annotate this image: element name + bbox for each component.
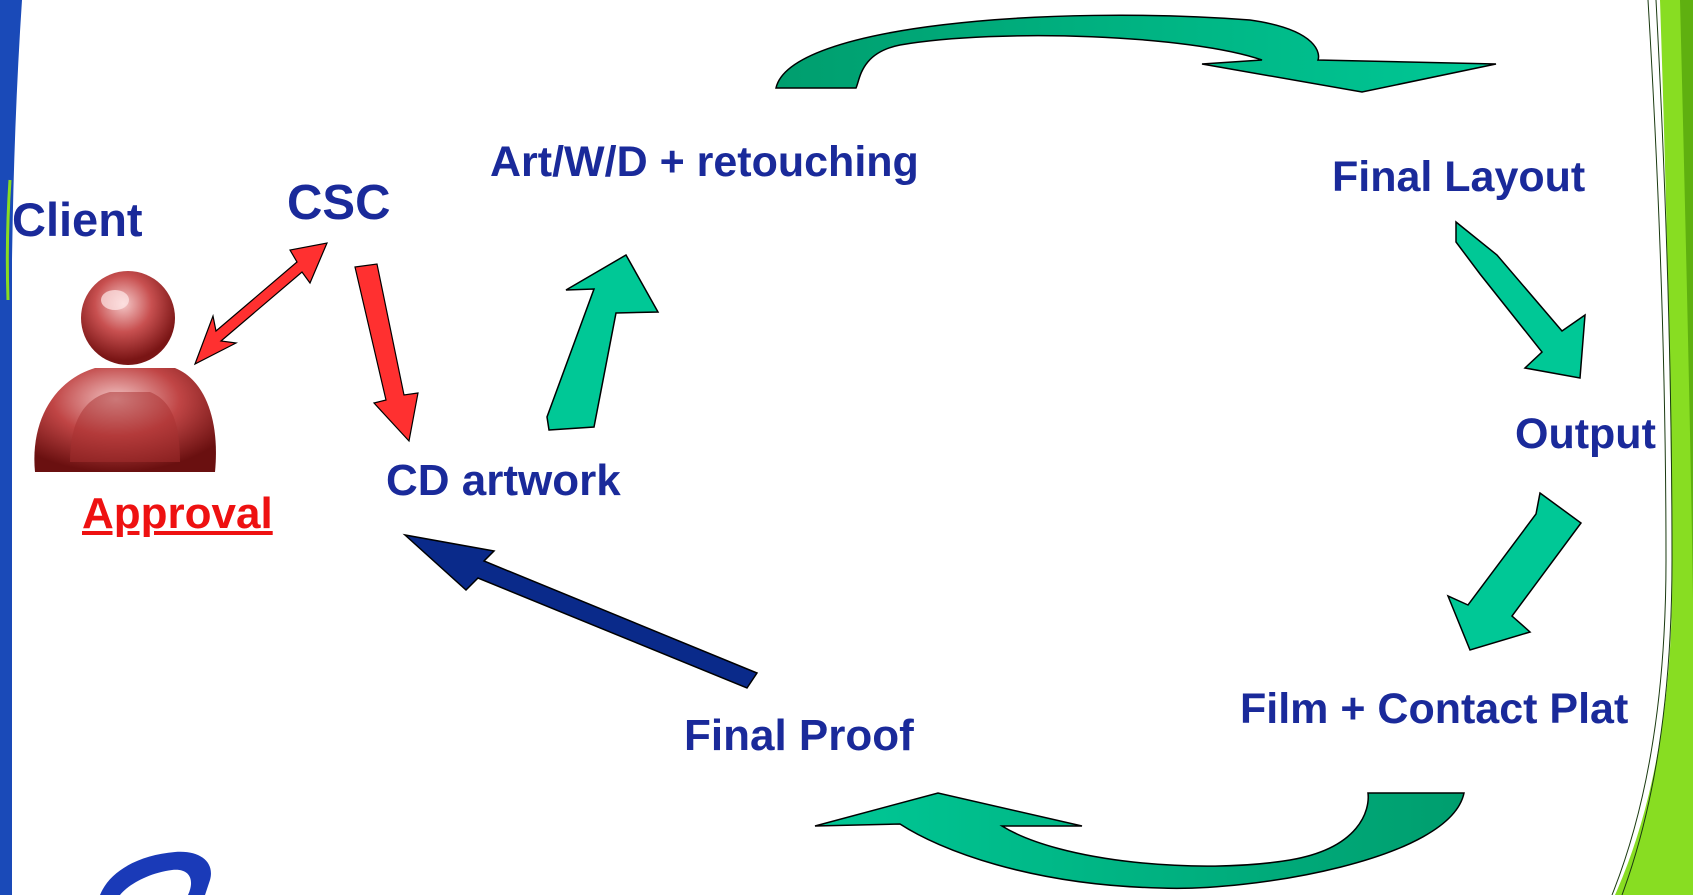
arrow-output-to-film (1446, 491, 1583, 651)
frame-right-lines (1611, 0, 1673, 895)
user-icon (34, 271, 216, 472)
label-cd-artwork: CD artwork (386, 456, 621, 505)
label-film-contact: Film + Contact Plat (1240, 685, 1629, 733)
arrow-cd-to-art (546, 253, 660, 431)
arrow-proof-to-cd (402, 533, 759, 689)
label-client: Client (12, 193, 143, 246)
frame-left-edge (0, 0, 22, 895)
frame-left-accent (5, 179, 12, 301)
label-art-wd-retouching: Art/W/D + retouching (490, 138, 919, 186)
label-csc: CSC (287, 176, 391, 230)
logo-swoosh-icon (100, 851, 211, 895)
frame-right-edge (1615, 0, 1693, 895)
arrow-client-csc (193, 242, 328, 366)
arrow-curve-bottom (814, 792, 1465, 890)
label-output: Output (1515, 410, 1656, 458)
label-final-layout: Final Layout (1332, 153, 1586, 201)
arrow-layout-to-output (1455, 220, 1586, 379)
arrow-curve-top (775, 14, 1497, 93)
arrow-csc-to-cd (354, 263, 419, 443)
label-final-proof: Final Proof (684, 711, 914, 760)
frame-right-shade (1680, 0, 1693, 600)
label-approval: Approval (82, 489, 273, 538)
